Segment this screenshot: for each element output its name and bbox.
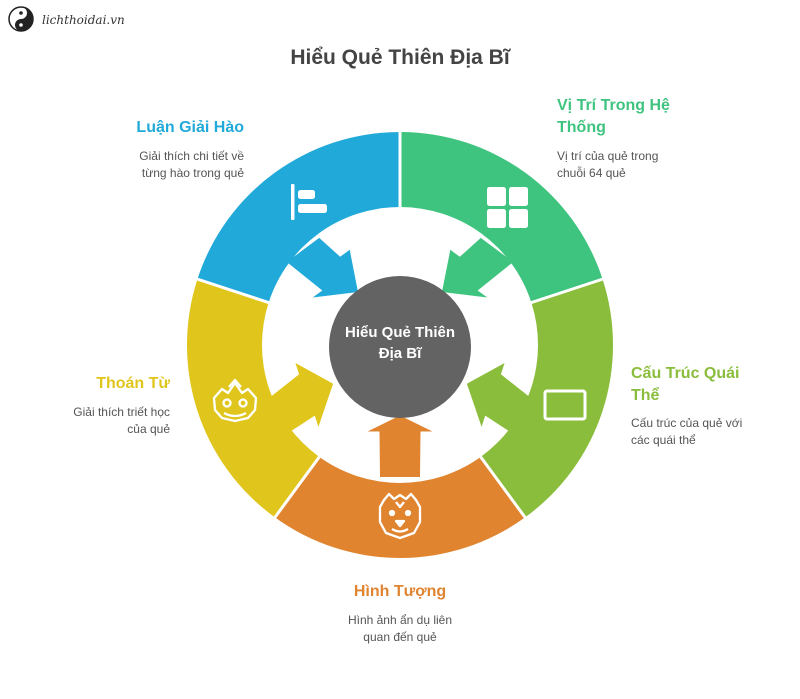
logo-text: lichthoidai.vn — [42, 13, 125, 27]
arrow-hinh-tuong — [367, 415, 433, 477]
center-label-line2: Địa Bĩ — [378, 345, 422, 362]
title-cau-truc-line2: Thể — [631, 387, 660, 404]
title-thoan-tu: Thoán Từ — [20, 373, 170, 395]
segment-luan-giai — [197, 131, 400, 303]
arrow-luan-giai — [286, 237, 358, 298]
desc-thoan-tu: Giải thích triết học của quẻ — [20, 404, 170, 438]
yin-yang-icon — [8, 6, 34, 32]
segment-dividers — [193, 128, 607, 521]
tiger-icon — [378, 492, 422, 540]
title-hinh-tuong-line1: Hình Tượng — [353, 583, 447, 600]
desc-thoan-tu-line2: của quẻ — [127, 422, 170, 436]
desc-cau-truc: Cấu trúc của quẻ với các quái thể — [631, 415, 742, 449]
center-label: Hiểu Quẻ Thiên Địa Bĩ — [320, 322, 480, 364]
title-cau-truc: Cấu Trúc Quái Thể — [631, 363, 739, 407]
desc-cau-truc-line1: Cấu trúc của quẻ với — [631, 416, 743, 430]
desc-vi-tri-line2: chuỗi 64 quẻ — [557, 166, 626, 180]
desc-luan-giai-line1: Giải thích chi tiết về — [139, 149, 244, 163]
lion-dance-icon — [212, 378, 258, 423]
tablet-icon — [543, 389, 587, 421]
title-cau-truc-line1: Cấu Trúc Quái — [631, 365, 740, 382]
bar-chart-icon — [291, 184, 327, 220]
logo: lichthoidai.vn — [6, 4, 136, 34]
title-thoan-tu-line1: Thoán Từ — [96, 375, 170, 392]
title-vi-tri-line2: Thống — [557, 119, 606, 136]
title-vi-tri: Vị Trí Trong Hệ Thống — [557, 95, 670, 139]
desc-vi-tri-line1: Vị trí của quẻ trong — [557, 149, 659, 163]
desc-vi-tri: Vị trí của quẻ trong chuỗi 64 quẻ — [557, 148, 658, 182]
desc-hinh-tuong: Hình ảnh ẩn dụ liên quan đến quẻ — [300, 612, 500, 646]
desc-cau-truc-line2: các quái thể — [631, 433, 696, 447]
title-vi-tri-line1: Vị Trí Trong Hệ — [557, 97, 670, 114]
desc-luan-giai: Giải thích chi tiết về từng hào trong qu… — [64, 148, 244, 182]
desc-hinh-tuong-line2: quan đến quẻ — [363, 630, 437, 644]
arrow-thoan-tu — [263, 363, 334, 441]
title-hinh-tuong: Hình Tượng — [300, 581, 500, 603]
segment-cau-truc — [481, 279, 614, 518]
arrow-cau-truc — [466, 363, 537, 441]
title-luan-giai: Luận Giải Hào — [64, 117, 244, 139]
desc-hinh-tuong-line1: Hình ảnh ẩn dụ liên — [347, 613, 453, 627]
desc-thoan-tu-line1: Giải thích triết học — [73, 405, 170, 419]
title-luan-giai-line1: Luận Giải Hào — [136, 119, 244, 136]
grid-icon — [487, 187, 528, 228]
center-label-line1: Hiểu Quẻ Thiên — [344, 324, 455, 341]
segment-thoan-tu — [186, 279, 319, 518]
desc-luan-giai-line2: từng hào trong quẻ — [141, 166, 244, 180]
arrow-vi-tri — [442, 237, 514, 298]
center-hub — [329, 276, 471, 418]
page-title: Hiểu Quẻ Thiên Địa Bĩ — [290, 46, 510, 69]
